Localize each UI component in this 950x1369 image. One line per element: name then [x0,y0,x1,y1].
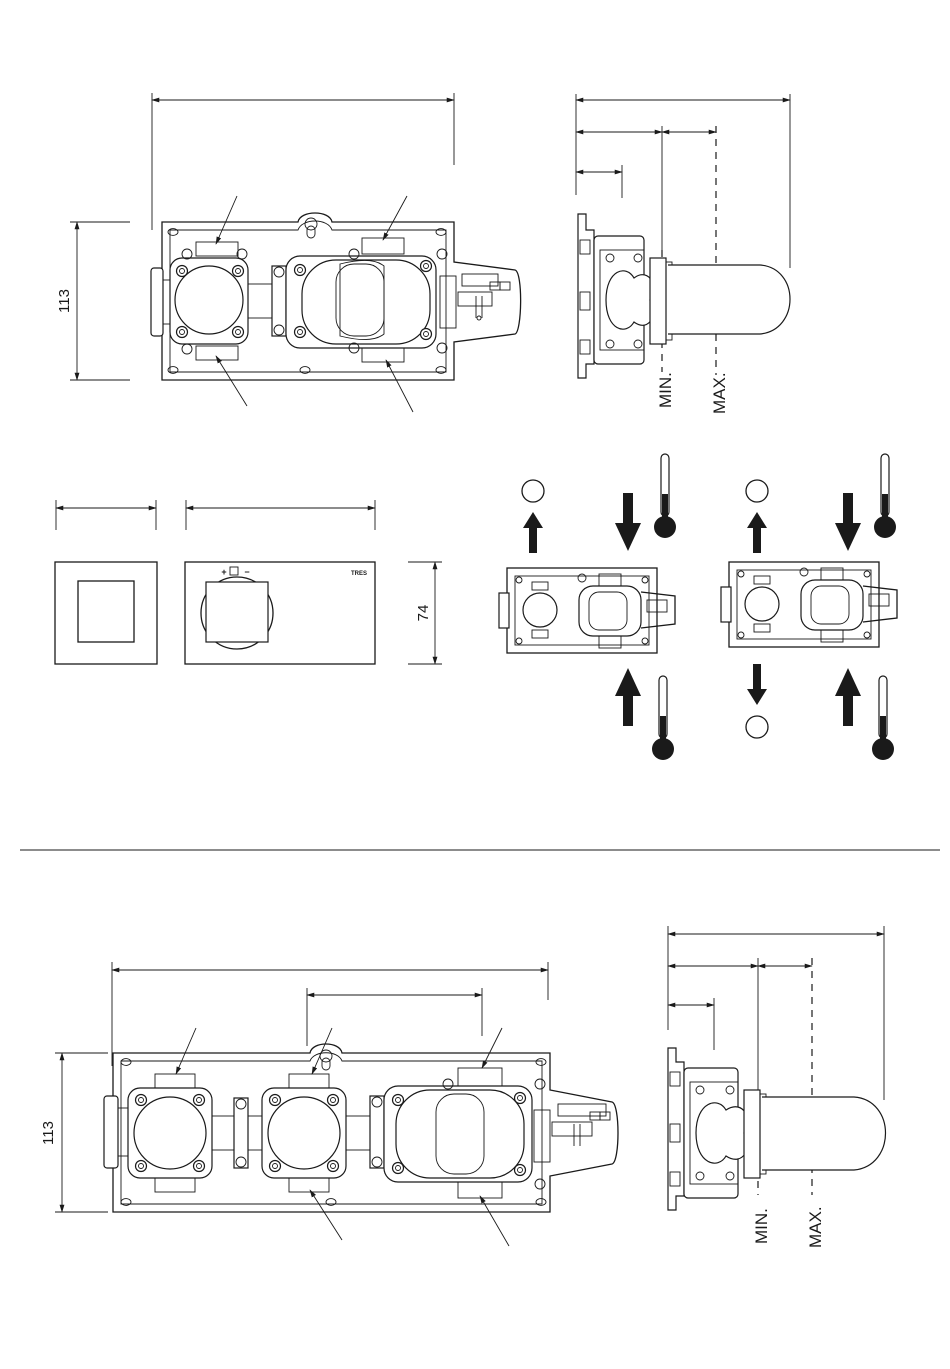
top-front-view: 113 [56,93,521,412]
thermometer-icon [654,454,676,538]
arrow-up-icon [523,512,543,553]
small-faceplate [55,562,157,664]
bottom-height-label: 113 [40,1121,57,1145]
cold-water-circle-icon [746,716,768,738]
bottom-side-view: MIN. MAX. [668,926,886,1248]
min-label: MIN. [752,1208,771,1244]
arrow-up-icon [835,668,861,726]
diverter-knob [78,581,134,642]
thermostatic-valve-body [286,238,447,362]
plate-height-label: 74 [415,605,432,622]
arrow-up-icon [747,512,767,553]
thermostat-knob [206,582,268,642]
thermometer-icon [652,676,674,760]
arrow-down-icon [615,493,641,551]
thermometer-icon [874,454,896,538]
min-label: MIN. [656,372,675,408]
arrow-up-icon [615,668,641,726]
flow-diagram-left [499,454,676,760]
brand-label: TRES [351,571,367,577]
faceplate-views: + − TRES 74 [55,500,442,664]
cold-water-circle-icon [522,480,544,502]
plus-label: + [221,567,226,577]
flow-diagram-right [721,454,897,760]
minus-label: − [244,567,249,577]
height-dimension-label: 113 [56,289,73,313]
top-side-view: MIN. MAX. [576,94,790,414]
cold-water-circle-icon [746,480,768,502]
thermometer-icon [872,676,894,760]
cover-dome [668,265,790,334]
max-label: MAX. [710,372,729,414]
max-label: MAX. [806,1206,825,1248]
arrow-down-icon [835,493,861,551]
diverter-valve-body [170,242,248,360]
bottom-front-view: 113 [40,962,618,1246]
arrow-down-icon [747,664,767,705]
